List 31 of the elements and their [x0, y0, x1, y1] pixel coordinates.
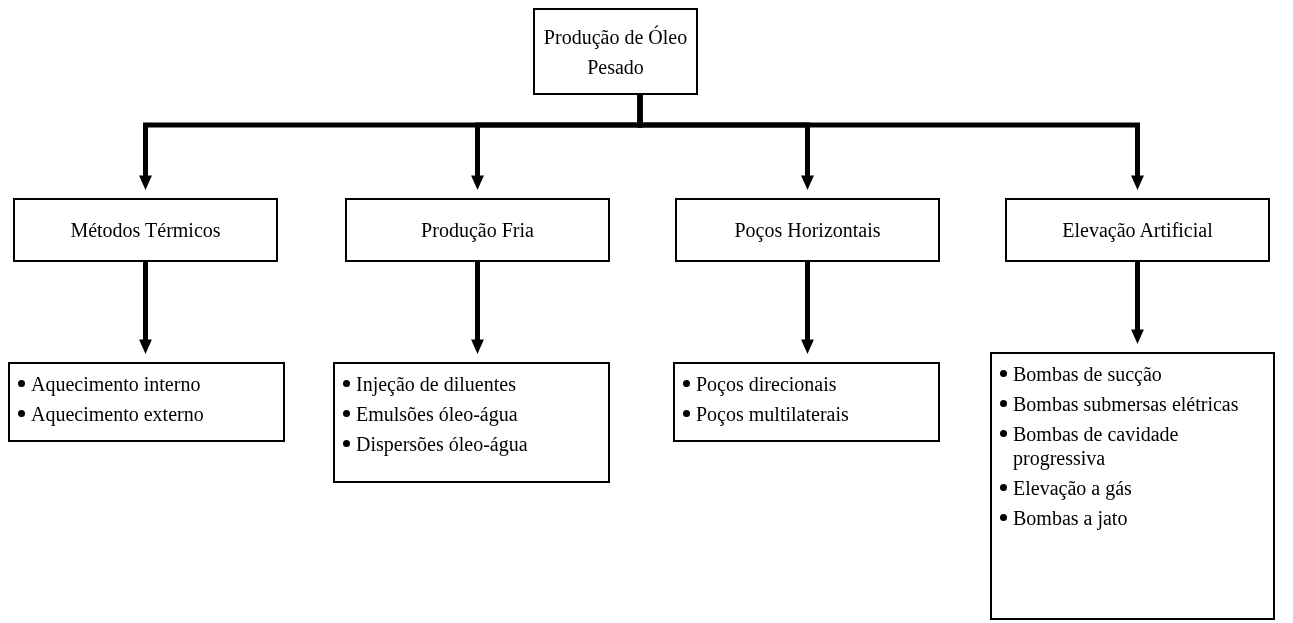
arrow — [1131, 262, 1144, 344]
list-item: Elevação a gás — [1013, 476, 1132, 500]
list-item: Bombas de cavidade progressiva — [1013, 422, 1180, 470]
arrow — [471, 262, 484, 354]
arrow — [637, 95, 1144, 190]
list-item: Aquecimento interno — [31, 372, 201, 396]
category-box — [675, 198, 940, 262]
box-label: Produção Fria — [421, 218, 534, 244]
category-box — [533, 8, 698, 95]
category-box — [1005, 198, 1270, 262]
box-label: Elevação Artificial — [1062, 218, 1213, 244]
category-box — [345, 198, 610, 262]
list-item: Dispersões óleo-água — [356, 432, 528, 456]
arrow — [139, 262, 152, 354]
box-label: Poços Horizontais — [734, 218, 881, 244]
list-item: Bombas a jato — [1013, 506, 1128, 530]
list-box — [673, 362, 940, 442]
list-item: Bombas submersas elétricas — [1013, 392, 1239, 416]
list-item: Bombas de sucção — [1013, 362, 1162, 386]
arrow — [801, 262, 814, 354]
list-item: Poços multilaterais — [696, 402, 849, 426]
list-box — [8, 362, 285, 442]
category-box — [13, 198, 278, 262]
box-label: Métodos Térmicos — [70, 218, 221, 243]
list-item: Emulsões óleo-água — [356, 402, 518, 426]
box-label: Produção de Óleo Pesado — [543, 24, 688, 80]
list-item: Injeção de diluentes — [356, 372, 516, 396]
list-item: Poços direcionais — [696, 372, 837, 396]
list-box — [333, 362, 610, 483]
list-box — [990, 352, 1275, 620]
list-item: Aquecimento externo — [31, 402, 204, 426]
